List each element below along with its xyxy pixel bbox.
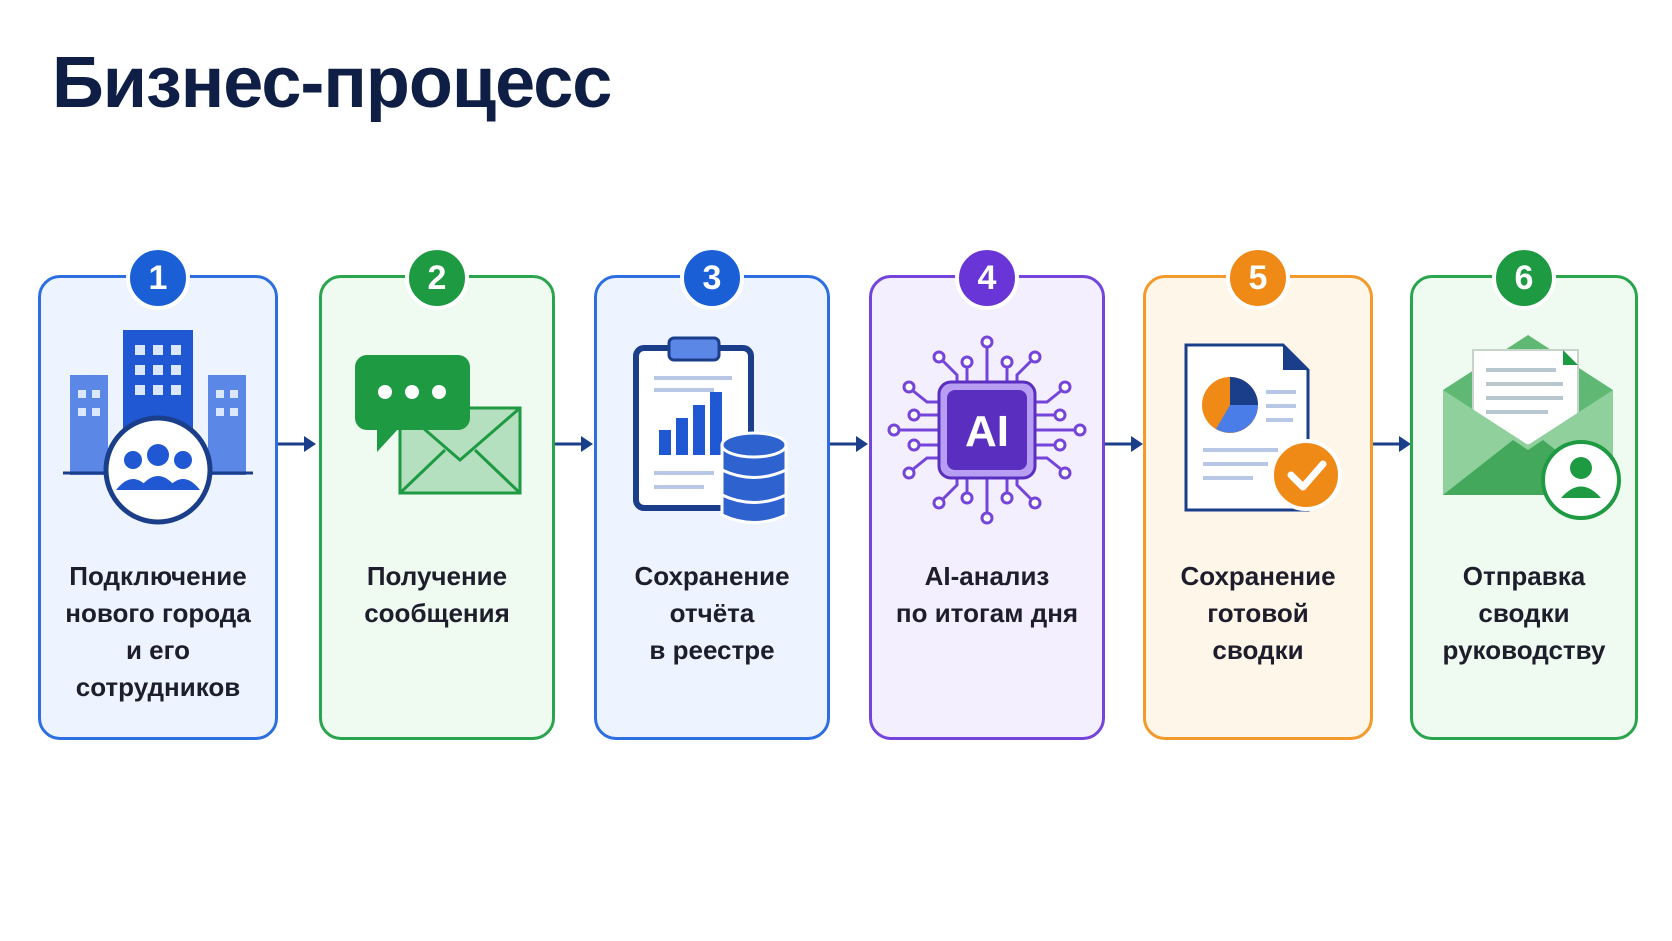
message-envelope-icon: [355, 355, 522, 495]
page-title: Бизнес-процесс: [52, 43, 612, 123]
arrow-1-2: [278, 436, 316, 452]
step-label-3: Сохранение отчёта в реестре: [634, 561, 790, 665]
step-badge-2: 2: [405, 246, 469, 310]
ai-chip-icon: AI: [887, 335, 1087, 525]
step-label-6: Отправка сводки руководству: [1442, 561, 1606, 665]
step-label-4: AI-анализ по итогам дня: [895, 561, 1079, 628]
step-badge-1: 1: [126, 246, 190, 310]
step-badge-3: 3: [680, 246, 744, 310]
arrow-5-6: [1373, 436, 1411, 452]
arrow-4-5: [1105, 436, 1143, 452]
step-label-5: Сохранение готовой сводки: [1180, 561, 1336, 665]
arrow-3-4: [830, 436, 868, 452]
ai-chip-text: AI: [965, 407, 1009, 456]
step-badge-5: 5: [1226, 246, 1290, 310]
report-database-icon: [633, 336, 788, 524]
step-label-1: Подключение нового города и его сотрудни…: [65, 561, 251, 702]
step-badge-6: 6: [1492, 246, 1556, 310]
arrow-2-3: [555, 436, 593, 452]
envelope-user-icon: [1443, 335, 1621, 520]
step-badge-4: 4: [955, 246, 1019, 310]
step-label-2: Получение сообщения: [364, 561, 510, 628]
city-team-icon: [63, 330, 253, 525]
document-check-icon: [1184, 343, 1342, 512]
